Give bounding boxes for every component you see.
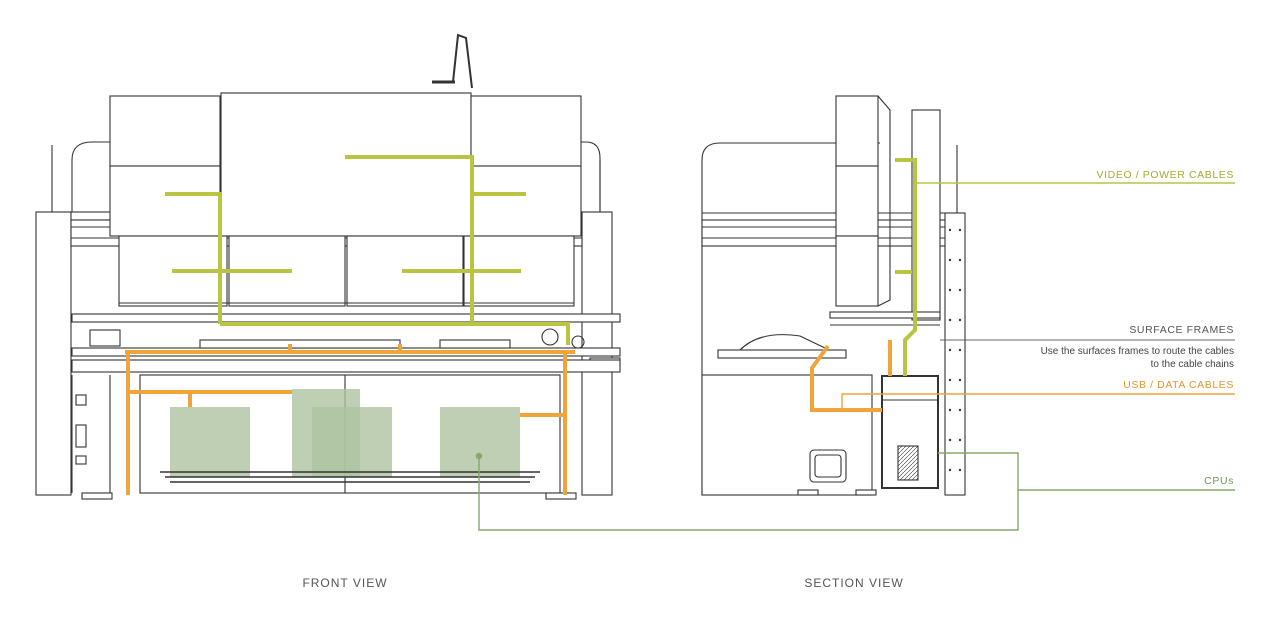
cpus-label: CPUs: [1204, 475, 1234, 487]
front-view-label: FRONT VIEW: [302, 576, 388, 590]
leader-usb-data: [841, 393, 1235, 412]
front-usb-data-cables: [125, 344, 575, 495]
section-post-holes: [948, 228, 962, 472]
front-cpu-blocks: [170, 389, 520, 477]
usb-data-cables-label: USB / DATA CABLES: [1123, 379, 1234, 391]
leader-cpus: [475, 452, 1235, 531]
front-vent-lines: [160, 471, 540, 483]
surface-frames-label: SURFACE FRAMES: [1129, 324, 1234, 336]
front-video-power-cables: [165, 155, 570, 345]
section-video-power-cables: [895, 158, 917, 376]
section-view-label: SECTION VIEW: [804, 576, 904, 590]
video-power-cables-label: VIDEO / POWER CABLES: [1096, 169, 1234, 181]
front-view-drawing: [35, 33, 621, 500]
section-view-drawing: [701, 95, 966, 496]
section-usb-data-cables: [810, 340, 892, 412]
surface-frames-description: Use the surfaces frames to route the cab…: [1040, 346, 1234, 370]
